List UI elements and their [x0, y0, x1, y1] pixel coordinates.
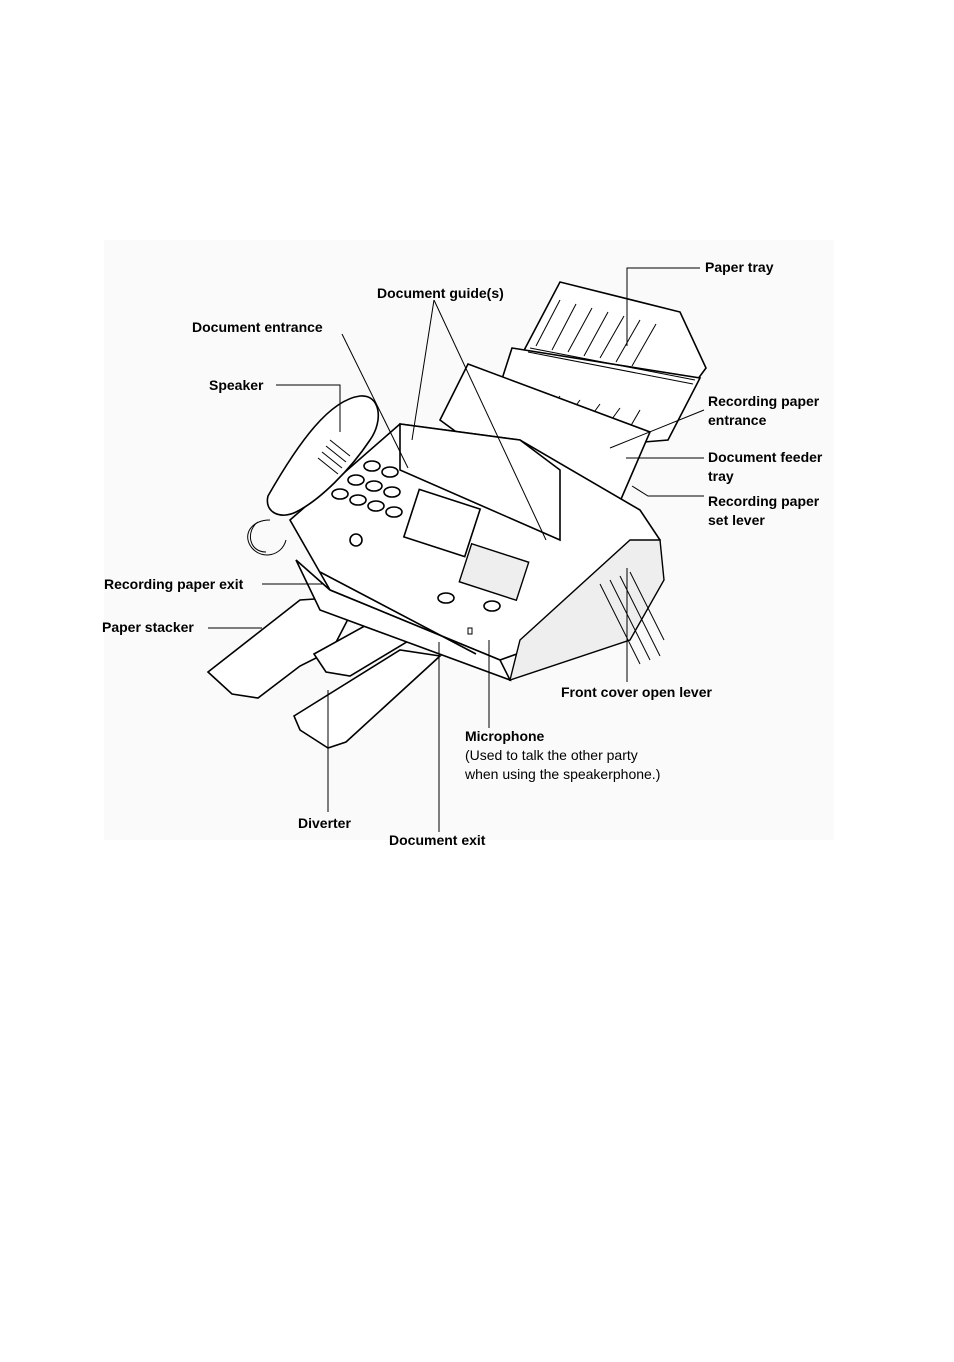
label-recording-paper-set-lever-line1: Recording paper: [708, 492, 819, 511]
microphone-note-line2: when using the speakerphone.): [465, 765, 660, 784]
label-recording-paper-set-lever-line2: set lever: [708, 511, 765, 530]
label-diverter: Diverter: [298, 814, 351, 833]
label-front-cover-open-lever: Front cover open lever: [561, 683, 712, 702]
label-document-feeder-tray-line1: Document feeder: [708, 448, 822, 467]
label-document-guides: Document guide(s): [377, 284, 504, 303]
label-document-entrance: Document entrance: [192, 318, 323, 337]
microphone-note-line1: (Used to talk the other party: [465, 746, 638, 765]
label-document-feeder-tray-line2: tray: [708, 467, 734, 486]
label-document-exit: Document exit: [389, 831, 485, 850]
label-paper-tray: Paper tray: [705, 258, 773, 277]
label-paper-stacker: Paper stacker: [102, 618, 194, 637]
label-recording-paper-entrance-line1: Recording paper: [708, 392, 819, 411]
label-speaker: Speaker: [209, 376, 263, 395]
label-recording-paper-exit: Recording paper exit: [104, 575, 243, 594]
label-recording-paper-entrance-line2: entrance: [708, 411, 766, 430]
label-microphone: Microphone: [465, 727, 544, 746]
